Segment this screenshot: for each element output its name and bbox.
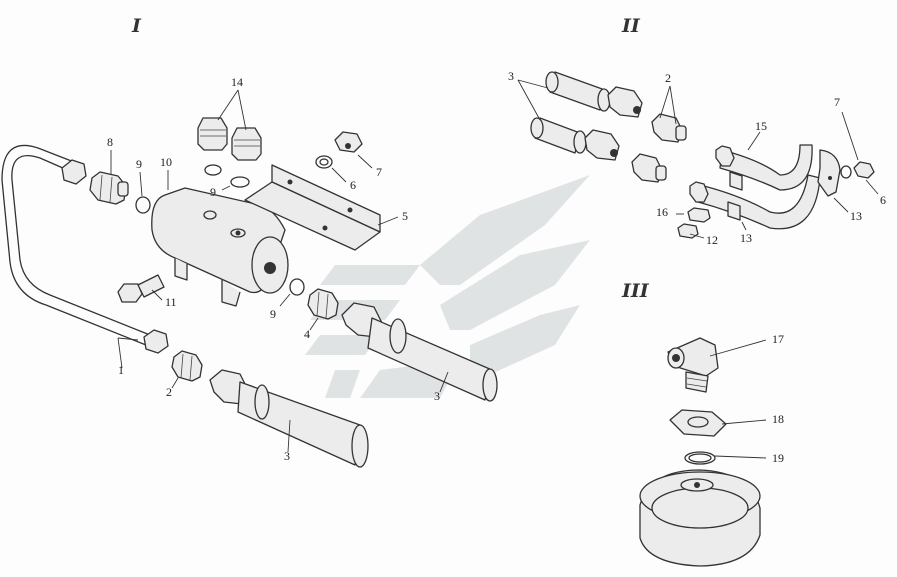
part-nut-18 xyxy=(669,409,727,437)
callout-iii-18: 18 xyxy=(772,412,784,426)
section-title-ii: II xyxy=(621,15,641,37)
part-bent-tubes-15 xyxy=(689,144,821,230)
leaders-section-iii xyxy=(709,339,767,459)
assembly-section-i: 1 2 3 3 4 5 6 7 8 9 9 9 10 11 14 xyxy=(1,75,498,468)
callout-8: 8 xyxy=(107,135,113,149)
callout-11: 11 xyxy=(165,295,177,309)
assembly-section-ii: 2 3 6 7 12 13 13 15 16 xyxy=(508,69,886,247)
leaders-section-ii xyxy=(517,79,879,239)
part-washer-19 xyxy=(684,451,716,465)
part-tube-3b xyxy=(341,302,498,402)
assembly-section-iii: 17 18 19 xyxy=(639,332,784,567)
part-bolt-12 xyxy=(677,223,699,239)
part-washer-9b xyxy=(230,176,250,188)
part-tube-1 xyxy=(1,144,169,354)
part-nut-7-ii xyxy=(853,161,875,179)
callout-4: 4 xyxy=(304,327,310,341)
part-unions-2 xyxy=(631,113,687,183)
callout-2: 2 xyxy=(166,385,172,399)
part-tube-3a xyxy=(209,369,369,468)
part-bolt-16 xyxy=(687,207,711,223)
part-washer-9a xyxy=(135,196,151,214)
callout-3b: 3 xyxy=(434,389,440,403)
part-union-2 xyxy=(171,350,203,382)
callout-ii-3: 3 xyxy=(508,69,514,83)
callout-6: 6 xyxy=(350,178,356,192)
section-title-iii: III xyxy=(621,280,650,302)
leaders-section-i xyxy=(110,89,449,453)
callout-ii-2: 2 xyxy=(665,71,671,85)
callout-ii-12: 12 xyxy=(706,233,718,247)
callout-9a: 9 xyxy=(136,157,142,171)
part-bracket-5 xyxy=(244,164,381,251)
part-tube-3-lower xyxy=(530,117,620,161)
callout-3a: 3 xyxy=(284,449,290,463)
part-nut-7 xyxy=(334,131,363,153)
callout-10: 10 xyxy=(160,155,172,169)
callout-ii-7: 7 xyxy=(834,95,840,109)
callout-ii-13a: 13 xyxy=(850,209,862,223)
part-union-8 xyxy=(89,171,129,205)
callout-7: 7 xyxy=(376,165,382,179)
part-bolt-11 xyxy=(117,274,165,303)
part-washer-9d xyxy=(289,278,305,296)
callout-ii-15: 15 xyxy=(755,119,767,133)
part-ring-boss xyxy=(639,469,761,567)
callout-iii-17: 17 xyxy=(772,332,784,346)
section-title-i: I xyxy=(131,15,142,37)
part-block-10 xyxy=(151,187,289,307)
part-clamp-13 xyxy=(817,149,841,197)
callout-ii-6: 6 xyxy=(880,193,886,207)
callout-9b: 9 xyxy=(210,185,216,199)
part-washer-9c xyxy=(204,164,222,176)
part-elbow-17 xyxy=(667,337,719,393)
callout-iii-19: 19 xyxy=(772,451,784,465)
watermark-logo xyxy=(305,175,590,398)
callout-ii-16: 16 xyxy=(656,205,668,219)
callout-5: 5 xyxy=(402,209,408,223)
callout-9c: 9 xyxy=(270,307,276,321)
callout-14: 14 xyxy=(231,75,243,89)
part-union-4 xyxy=(307,288,339,320)
callout-ii-13b: 13 xyxy=(740,231,752,245)
part-fittings-14 xyxy=(197,117,262,161)
part-tube-3-upper xyxy=(545,71,643,118)
part-washer-6 xyxy=(315,155,333,169)
callout-1: 1 xyxy=(118,363,124,377)
part-washer-6-ii xyxy=(840,165,852,179)
